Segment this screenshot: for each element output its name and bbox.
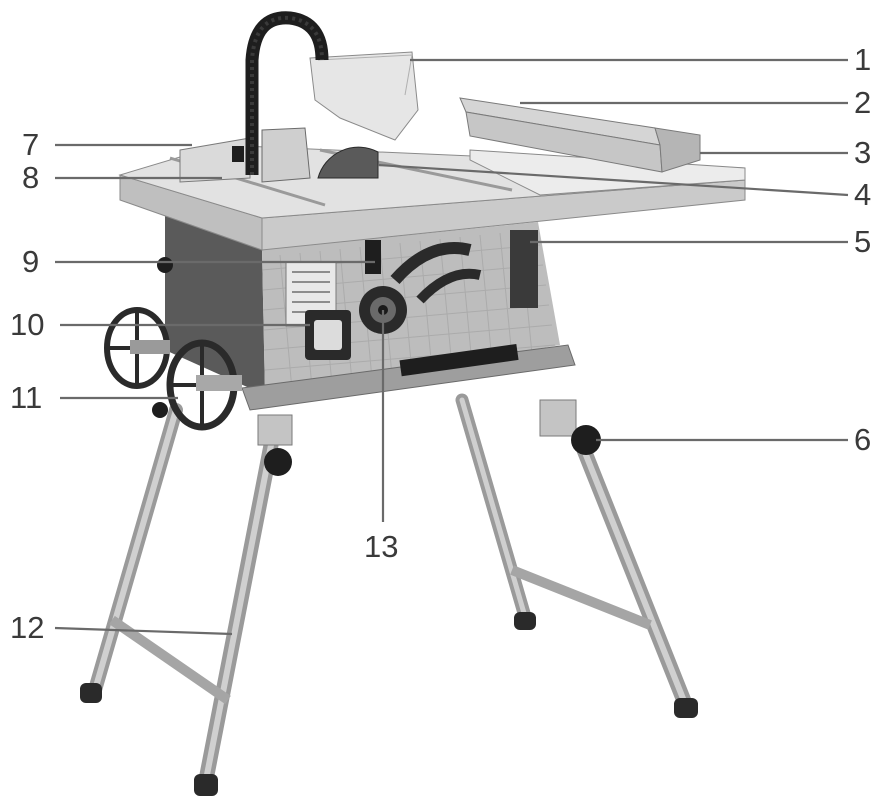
leg-foot: [674, 698, 698, 718]
callout-7: 7: [22, 127, 39, 162]
blade-guard: [309, 51, 419, 141]
saw-blade: [317, 146, 379, 179]
leg-foot: [194, 774, 218, 796]
callout-4: 4: [854, 177, 871, 212]
callout-3: 3: [854, 135, 871, 170]
leader-line-4: [377, 163, 849, 197]
callout-8: 8: [22, 160, 39, 195]
callout-12: 12: [10, 610, 44, 645]
on-off-switch: [314, 320, 342, 350]
locking-knob: [264, 448, 292, 476]
callout-6: 6: [854, 422, 871, 457]
table-top: [118, 97, 746, 251]
left-cross-brace: [109, 615, 231, 705]
leader-lines: [54, 58, 849, 636]
bevel-lock-lever: [365, 240, 381, 274]
callout-11: 11: [10, 380, 42, 415]
bevel-scale: [416, 268, 482, 304]
callout-10: 10: [10, 307, 44, 342]
riving-knife: [261, 127, 311, 183]
right-cross-brace: [510, 565, 652, 630]
callout-2: 2: [854, 85, 871, 120]
leader-line-12: [54, 626, 233, 636]
leg-bracket: [257, 414, 293, 446]
callout-5: 5: [854, 224, 871, 259]
leg-locking-knob: [571, 425, 601, 455]
rating-label: [399, 344, 519, 377]
fence-lock: [232, 146, 244, 162]
leg-foot: [514, 612, 536, 630]
callout-13: 13: [364, 529, 398, 564]
leg-bracket: [539, 399, 577, 437]
blade-assembly: [245, 11, 419, 183]
callout-labels: 1 2 3 4 5 6 7 8 9 10 11 12 13: [10, 42, 871, 645]
callout-1: 1: [854, 42, 871, 77]
stand-legs: [80, 393, 698, 796]
callout-9: 9: [22, 244, 39, 279]
leg-foot: [80, 683, 102, 703]
bevel-scale: [390, 242, 472, 285]
